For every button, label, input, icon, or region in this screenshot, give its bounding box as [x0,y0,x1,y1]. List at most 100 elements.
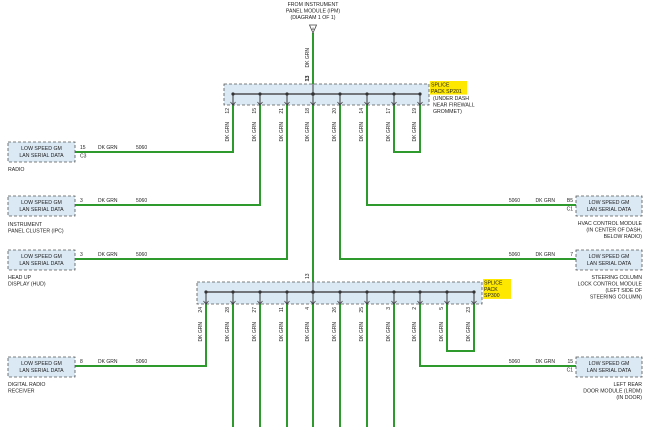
wire-lrdm [419,304,576,367]
module-name: RECEIVER [8,389,35,395]
module-box-label: LOW SPEED GM [589,254,630,260]
module-name: (IN DOOR) [616,395,642,401]
splice-location-label: (UNDER DASH [433,96,469,102]
circuit-label: 5060 [136,145,147,151]
splice-pin-number: 14 [359,108,365,114]
wires [75,33,576,427]
splice-top-pin: 13 [305,273,311,279]
wire-color-label: DK GRN [359,122,365,142]
module-name: RADIO [8,167,24,173]
terminal-chevron-icon [257,300,263,305]
splice-pin-number: 17 [386,108,392,114]
terminal-chevron-icon [284,300,290,305]
terminal-chevron-icon [230,300,236,305]
wire-sclcm [339,105,576,260]
splice-node [311,92,315,96]
module-name: STEERING COLUMN) [590,295,642,301]
splice-pin-number: 4 [305,307,311,310]
module-box-sclcm [575,249,643,271]
splice-location-label: NEAR FIREWALL [433,103,475,109]
wire-color-label: DK GRN [198,322,204,342]
terminal-chevron-icon [391,101,397,106]
module-connector: C1 [567,207,574,213]
circuit-label: 5060 [509,359,520,365]
splice-node [392,290,396,294]
wire-color-label: DK GRN [305,122,311,142]
terminal-chevron-icon [364,300,370,305]
wire-color-label: DK GRN [536,252,556,258]
module-pin: 8 [80,359,83,365]
module-pin: 7 [570,252,573,258]
splice-pin-number: 3 [386,307,392,310]
terminal-chevron-icon [417,300,423,305]
wire-hud [75,105,288,260]
splice-location-label: GROMMET) [433,109,462,115]
module-box-label: LOW SPEED GM [21,254,62,260]
splice-pin-number: 28 [225,307,231,313]
module-box-hvac [575,195,643,217]
wire-color-label: DK GRN [252,122,258,142]
wire-color-label: DK GRN [279,322,285,342]
source-pin: 13 [305,76,311,82]
wire-sp300-loop [446,304,475,352]
wire-color-label: DK GRN [98,198,118,204]
splice-node [365,290,369,294]
terminal-chevron-icon [257,101,263,106]
splice-pin-number: 19 [412,108,418,114]
wire-color-label: DK GRN [225,122,231,142]
splice-node [258,290,262,294]
module-box-label: LOW SPEED GM [589,200,630,206]
module-name: BELOW RADIO) [604,234,643,240]
source-wire-color: DK GRN [305,48,311,68]
splice-node [285,290,289,294]
module-box-label: LAN SERIAL DATA [19,261,64,267]
module-box-label: LAN SERIAL DATA [19,153,64,159]
wire-color-label: DK GRN [225,322,231,342]
splice-pack-label: PACK [484,287,498,293]
wire-color-label: DK GRN [252,322,258,342]
splice-node [338,92,342,96]
module-name: LOCK CONTROL MODULE [578,282,643,288]
module-pin: 3 [80,252,83,258]
wire-radio [75,105,234,153]
module-name: PANEL CLUSTER (IPC) [8,229,64,235]
splice-pin-number: 25 [359,307,365,313]
circuit-label: 5060 [509,198,520,204]
wire-color-label: DK GRN [536,198,556,204]
splice-node [392,92,396,96]
wire-color-label: DK GRN [332,322,338,342]
circuit-label: 5060 [136,252,147,258]
module-box-label: LAN SERIAL DATA [587,207,632,213]
module-name: DISPLAY (HUD) [8,282,46,288]
module-connector: C1 [567,368,574,374]
module-box-label: LAN SERIAL DATA [19,368,64,374]
module-name: INSTRUMENT [8,222,43,228]
module-pin: B5 [567,198,573,204]
wire-color-label: DK GRN [98,359,118,365]
splice-node [231,92,235,96]
terminal-chevron-icon [284,101,290,106]
splice-label-highlight [483,279,511,299]
splice-pack-label: SPLICE [431,83,450,89]
terminal-chevron-icon [310,101,316,106]
wire-color-label: DK GRN [359,322,365,342]
wire-drr [75,304,207,367]
module-box-radio [7,141,76,163]
wire-color-label: DK GRN [332,122,338,142]
wire-sp201-loop [393,105,421,153]
module-box-label: LAN SERIAL DATA [19,207,64,213]
module-box-ipc [7,195,76,217]
module-name: STEERING COLUMN [592,275,643,281]
terminal-chevron-icon [203,300,209,305]
terminal-chevron-icon [471,300,477,305]
module-box-label: LOW SPEED GM [589,361,630,367]
terminal-chevron-icon [391,300,397,305]
wire-color-label: DK GRN [386,122,392,142]
splice-node [445,290,449,294]
module-pin: 15 [567,359,573,365]
splice-pin-number: 20 [332,108,338,114]
terminal-chevron-icon [417,101,423,106]
wire-color-label: DK GRN [466,322,472,342]
module-name: DIGITAL RADIO [8,382,45,388]
splice-pin-number: 24 [198,307,204,313]
